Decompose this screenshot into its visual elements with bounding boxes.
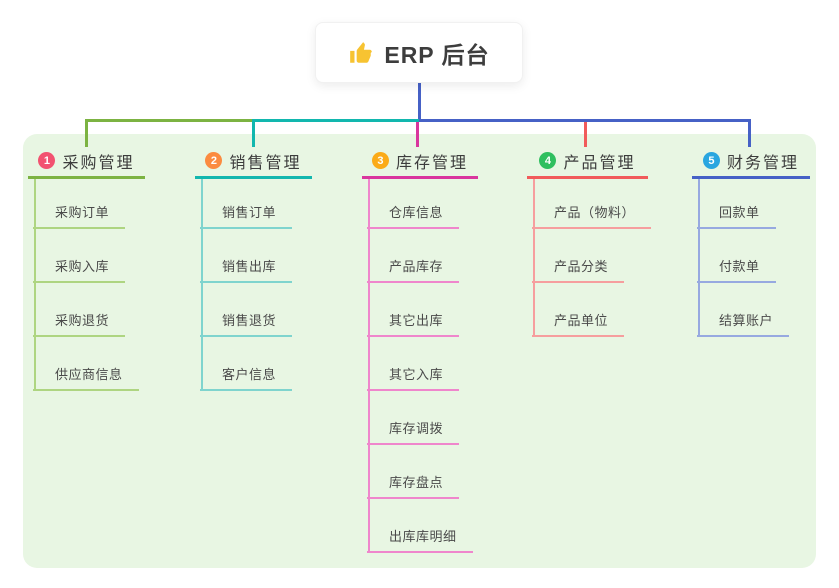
tree-item[interactable]: 产品（物料） [532, 175, 652, 229]
tree-item-label[interactable]: 付款单 [697, 256, 776, 283]
connector-drop [85, 119, 88, 147]
branch-label: 财务管理 [726, 154, 799, 172]
connector-drop [416, 122, 419, 147]
tree-item-label[interactable]: 销售退货 [200, 310, 293, 337]
branch-items: 销售订单 销售出库 销售退货 客户信息 [200, 175, 293, 391]
branch-tree-line [698, 179, 700, 337]
tree-item-label[interactable]: 回款单 [697, 202, 776, 229]
tree-item[interactable]: 供应商信息 [33, 337, 139, 391]
tree-item[interactable]: 库存调拨 [367, 391, 460, 445]
tree-item[interactable]: 销售出库 [200, 229, 293, 283]
tree-item-label[interactable]: 产品分类 [532, 256, 625, 283]
branch-label: 销售管理 [229, 154, 302, 172]
branch-items: 采购订单 采购入库 采购退货 供应商信息 [33, 175, 139, 391]
tree-item-label[interactable]: 仓库信息 [367, 202, 460, 229]
tree-item-label[interactable]: 产品单位 [532, 310, 625, 337]
branch-number-badge: 5 [702, 152, 720, 169]
connector-drop [252, 119, 255, 147]
branch-header[interactable]: 3 库存管理 [362, 145, 478, 179]
branch-items: 产品（物料） 产品分类 产品单位 [532, 175, 652, 337]
tree-item-label[interactable]: 库存盘点 [367, 472, 460, 499]
connector-bus-segment [419, 119, 751, 122]
branch-number-badge: 3 [371, 152, 389, 169]
tree-item-label[interactable]: 其它出库 [367, 310, 460, 337]
tree-item-label[interactable]: 供应商信息 [33, 364, 139, 391]
connector-bus-segment [85, 119, 252, 122]
branches-panel [23, 134, 816, 568]
tree-item[interactable]: 采购入库 [33, 229, 126, 283]
connector-bus-segment [252, 119, 419, 122]
connector-drop [584, 122, 587, 147]
tree-item-label[interactable]: 销售出库 [200, 256, 293, 283]
root-node-label: ERP 后台 [384, 41, 490, 68]
tree-item-label[interactable]: 产品（物料） [532, 202, 652, 229]
tree-item-label[interactable]: 客户信息 [200, 364, 293, 391]
root-node[interactable]: ERP 后台 [315, 22, 523, 83]
branch-label: 库存管理 [395, 154, 468, 172]
thumbs-up-icon [350, 41, 373, 63]
tree-item[interactable]: 付款单 [697, 229, 776, 283]
branch-number-badge: 2 [205, 152, 223, 169]
tree-item-label[interactable]: 采购订单 [33, 202, 126, 229]
tree-item-label[interactable]: 出库库明细 [367, 526, 473, 553]
tree-item[interactable]: 其它出库 [367, 283, 460, 337]
tree-item-label[interactable]: 采购退货 [33, 310, 126, 337]
branch-tree-line [368, 179, 370, 553]
branch-items: 回款单 付款单 结算账户 [697, 175, 790, 337]
branch-label: 产品管理 [563, 154, 636, 172]
tree-item[interactable]: 其它入库 [367, 337, 460, 391]
tree-item-label[interactable]: 结算账户 [697, 310, 790, 337]
tree-item[interactable]: 仓库信息 [367, 175, 460, 229]
tree-item[interactable]: 产品分类 [532, 229, 625, 283]
tree-item-label[interactable]: 销售订单 [200, 202, 293, 229]
branch-tree-line [34, 179, 36, 391]
tree-item[interactable]: 客户信息 [200, 337, 293, 391]
branch-header[interactable]: 4 产品管理 [527, 145, 648, 179]
connector-drop [748, 119, 751, 147]
tree-item-label[interactable]: 库存调拨 [367, 418, 460, 445]
branch-header[interactable]: 5 财务管理 [692, 145, 810, 179]
tree-item[interactable]: 结算账户 [697, 283, 790, 337]
branch-tree-line [533, 179, 535, 337]
branch-header[interactable]: 1 采购管理 [28, 145, 145, 179]
tree-item[interactable]: 采购订单 [33, 175, 126, 229]
tree-item[interactable]: 销售退货 [200, 283, 293, 337]
tree-item[interactable]: 销售订单 [200, 175, 293, 229]
branch-number-badge: 4 [539, 152, 557, 169]
tree-item[interactable]: 回款单 [697, 175, 776, 229]
tree-item-label[interactable]: 采购入库 [33, 256, 126, 283]
branch-header[interactable]: 2 销售管理 [195, 145, 312, 179]
tree-item-label[interactable]: 产品库存 [367, 256, 460, 283]
tree-item[interactable]: 产品单位 [532, 283, 625, 337]
branch-label: 采购管理 [62, 154, 135, 172]
branch-items: 仓库信息 产品库存 其它出库 其它入库 库存调拨 库存盘点 出库库明细 [367, 175, 473, 553]
tree-item[interactable]: 采购退货 [33, 283, 126, 337]
tree-item-label[interactable]: 其它入库 [367, 364, 460, 391]
branch-tree-line [201, 179, 203, 391]
tree-item[interactable]: 库存盘点 [367, 445, 460, 499]
branch-number-badge: 1 [38, 152, 56, 169]
root-connector-line [418, 83, 421, 119]
tree-item[interactable]: 产品库存 [367, 229, 460, 283]
tree-item[interactable]: 出库库明细 [367, 499, 473, 553]
